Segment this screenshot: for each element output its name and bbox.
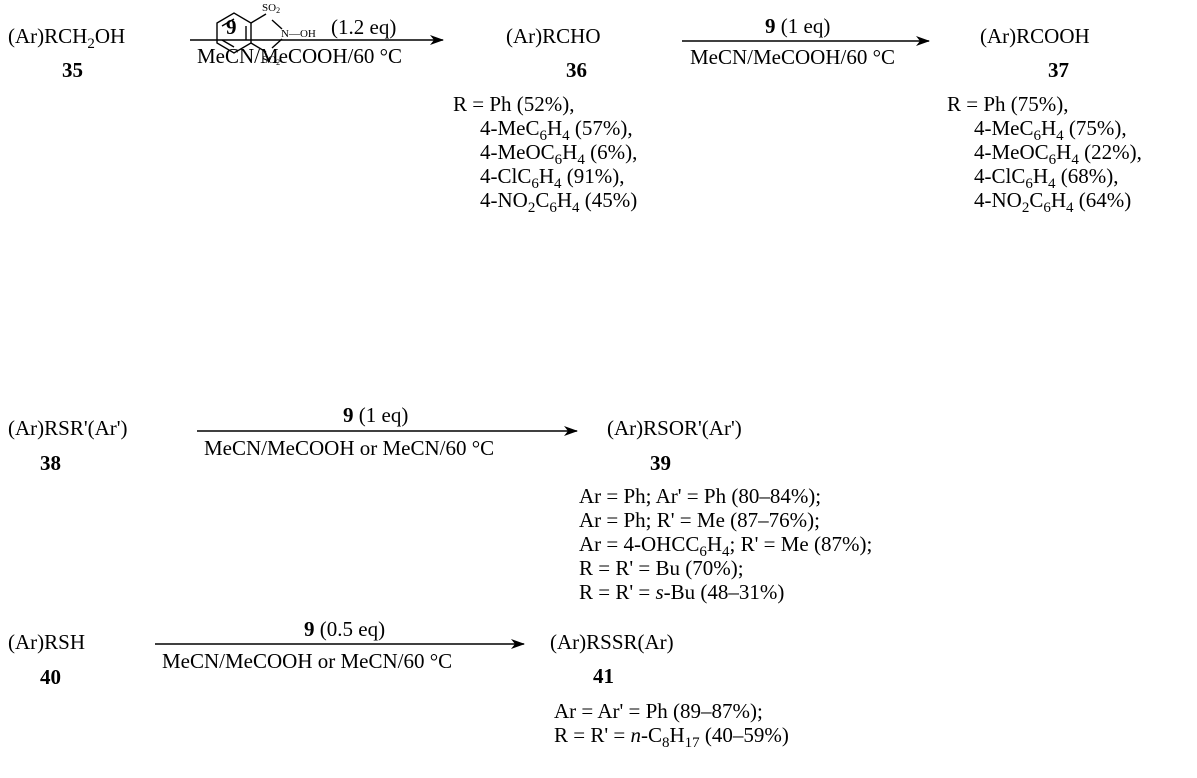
reagent-9-structure	[216, 12, 283, 54]
bond-n-top	[271, 19, 283, 30]
compound-35-number: 35	[62, 58, 83, 82]
arrow1-equivalents: (1.2 eq)	[331, 15, 397, 39]
compound-37-formula: (Ar)RCOOH	[980, 24, 1090, 48]
arrow2-conditions: MeCN/MeCOOH/60 °C	[690, 45, 895, 69]
arrow3-reagent: 9 (1 eq)	[343, 403, 409, 427]
yield-line: Ar = 4-OHCC6H4; R' = Me (87%);	[579, 532, 873, 560]
compound-39-formula: (Ar)RSOR'(Ar')	[607, 416, 742, 440]
compound-40-number: 40	[40, 665, 61, 689]
bond-s-top	[250, 13, 267, 24]
yield-line: 4-MeC6H4 (75%),	[974, 116, 1127, 144]
arrow3-conditions: MeCN/MeCOOH or MeCN/60 °C	[204, 436, 495, 460]
compound-38-formula: (Ar)RSR'(Ar')	[8, 416, 128, 440]
arrow2-reagent: 9 (1 eq)	[765, 14, 831, 38]
yield-line: 4-NO2C6H4 (45%)	[480, 188, 638, 216]
yield-line: Ar = Ph; R' = Me (87–76%);	[579, 508, 820, 532]
compound-41-number: 41	[593, 664, 614, 688]
double-bond	[221, 18, 235, 27]
compound-36-formula: (Ar)RCHO	[506, 24, 601, 48]
yield-line: Ar = Ph; Ar' = Ph (80–84%);	[579, 484, 822, 508]
arrow4-conditions: MeCN/MeCOOH or MeCN/60 °C	[162, 649, 453, 673]
compound-37-yields: R = Ph (75%), 4-MeC6H4 (75%), 4-MeOC6H4 …	[947, 92, 1142, 216]
compound-36-yields: R = Ph (52%), 4-MeC6H4 (57%), 4-MeOC6H4 …	[453, 92, 638, 216]
compound-37-number: 37	[1048, 58, 1069, 82]
yield-line: 4-NO2C6H4 (64%)	[974, 188, 1132, 216]
yield-line: 4-ClC6H4 (91%),	[480, 164, 625, 192]
yield-line: 4-MeOC6H4 (6%),	[480, 140, 638, 168]
reagent-so2-top: SO2	[262, 2, 281, 15]
double-bond	[221, 39, 235, 48]
bond-s-bottom	[250, 42, 267, 53]
arrow1-conditions: MeCN/MeCOOH/60 °C	[197, 44, 402, 68]
yield-line: R = Ph (52%),	[453, 92, 575, 116]
yield-line: 4-MeC6H4 (57%),	[480, 116, 633, 144]
yield-line: Ar = Ar' = Ph (89–87%);	[554, 699, 763, 723]
yield-line: R = R' = n-C8H17 (40–59%)	[554, 723, 789, 751]
yield-line: R = Ph (75%),	[947, 92, 1069, 116]
compound-41-formula: (Ar)RSSR(Ar)	[550, 630, 674, 654]
compound-39-number: 39	[650, 451, 671, 475]
compound-38-number: 38	[40, 451, 61, 475]
compound-36-number: 36	[566, 58, 587, 82]
reagent-so2-bottom: SO2	[262, 54, 281, 67]
yield-line: 4-MeOC6H4 (22%),	[974, 140, 1142, 168]
compound-39-yields: Ar = Ph; Ar' = Ph (80–84%); Ar = Ph; R' …	[579, 484, 872, 604]
compound-35-formula: (Ar)RCH2OH	[8, 24, 126, 52]
reagent-n-oh: N—OH	[281, 28, 316, 40]
yield-line: R = R' = Bu (70%);	[579, 556, 744, 580]
compound-41-yields: Ar = Ar' = Ph (89–87%); R = R' = n-C8H17…	[554, 699, 789, 751]
compound-40-formula: (Ar)RSH	[8, 630, 85, 654]
arrow1-reagent-number: 9	[226, 15, 237, 39]
yield-line: R = R' = s-Bu (48–31%)	[579, 580, 785, 604]
arrow4-reagent: 9 (0.5 eq)	[304, 617, 386, 641]
yield-line: 4-ClC6H4 (68%),	[974, 164, 1119, 192]
